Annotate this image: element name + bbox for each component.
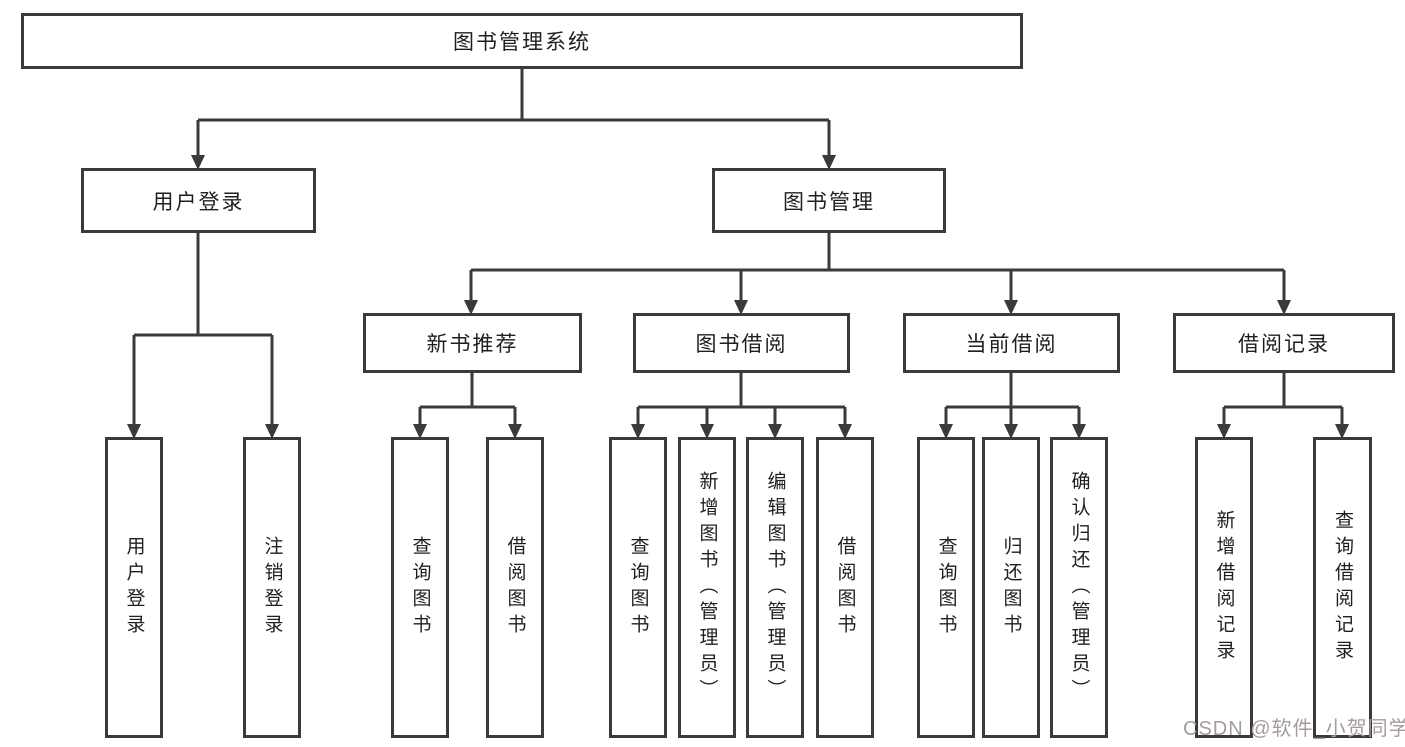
node-label: 查询图书 [935, 535, 957, 640]
node-leaf-current-return-books: 归还图书 [982, 437, 1040, 738]
connector-borrowing-to-leaves [631, 373, 852, 439]
node-label: 查询借阅记录 [1332, 509, 1353, 666]
node-label: 查询图书 [409, 535, 431, 640]
node-leaf-current-query-books: 查询图书 [917, 437, 975, 738]
node-leaf-logout: 注销登录 [243, 437, 301, 738]
node-leaf-current-confirm-return-admin: 确认归还（管理员） [1050, 437, 1108, 738]
node-leaf-borrowing-query-books: 查询图书 [609, 437, 667, 738]
arrowhead [464, 300, 478, 315]
node-label: 用户登录 [152, 190, 245, 214]
arrowhead [127, 424, 141, 439]
node-borrowing-records: 借阅记录 [1173, 313, 1395, 373]
node-user-login: 用户登录 [81, 168, 316, 233]
node-label: 新增借阅记录 [1213, 509, 1235, 666]
node-leaf-records-add-record: 新增借阅记录 [1195, 437, 1253, 738]
node-label: 确认归还（管理员） [1068, 470, 1090, 705]
node-leaf-recommend-borrow-books: 借阅图书 [486, 437, 544, 738]
arrowhead [1217, 424, 1231, 439]
arrowhead [1004, 300, 1018, 315]
node-leaf-borrowing-add-books-admin: 新增图书（管理员） [678, 437, 736, 738]
node-leaf-records-query-record: 查询借阅记录 [1313, 437, 1372, 738]
arrowhead [700, 424, 714, 439]
node-leaf-borrowing-borrow-books: 借阅图书 [816, 437, 874, 738]
connector-root-to-level2 [191, 69, 836, 170]
csdn-watermark: CSDN @软件_小贺同学 [1183, 718, 1405, 740]
node-leaf-borrowing-edit-books-admin: 编辑图书（管理员） [746, 437, 804, 738]
connector-records-to-leaves [1217, 373, 1349, 439]
connector-recommend-to-leaves [413, 373, 522, 439]
node-book-borrowing: 图书借阅 [633, 313, 850, 373]
arrowhead [1004, 424, 1018, 439]
node-leaf-recommend-query-books: 查询图书 [391, 437, 449, 738]
node-label: 归还图书 [1000, 535, 1022, 640]
node-label: 注销登录 [261, 535, 283, 640]
arrowhead [631, 424, 645, 439]
arrowhead [413, 424, 427, 439]
node-new-book-recommend: 新书推荐 [363, 313, 582, 373]
node-leaf-user-login: 用户登录 [105, 437, 163, 738]
arrowhead [265, 424, 279, 439]
node-label: 图书借阅 [695, 333, 788, 356]
node-label: 新书推荐 [426, 333, 519, 356]
node-label: 图书管理 [783, 190, 875, 214]
node-label: 图书管理系统 [453, 31, 591, 54]
arrowhead [508, 424, 522, 439]
arrowhead [191, 155, 205, 170]
node-label: 查询图书 [627, 535, 649, 640]
connector-book-management-to-level3 [464, 233, 1291, 315]
arrowhead [1335, 424, 1349, 439]
node-library-management-system: 图书管理系统 [21, 13, 1023, 69]
node-label: 新增图书（管理员） [696, 470, 718, 705]
node-label: 借阅图书 [834, 535, 856, 640]
arrowhead [734, 300, 748, 315]
connector-current-to-leaves [939, 373, 1086, 439]
arrowhead [768, 424, 782, 439]
connector-user-login-to-leaves [127, 233, 279, 439]
node-label: 用户登录 [123, 535, 145, 640]
node-current-borrowing: 当前借阅 [903, 313, 1120, 373]
node-label: 借阅图书 [504, 535, 526, 640]
arrowhead [939, 424, 953, 439]
arrowhead [1277, 300, 1291, 315]
arrowhead [1072, 424, 1086, 439]
node-label: 编辑图书（管理员） [764, 470, 786, 705]
node-label: 当前借阅 [965, 333, 1058, 356]
arrowhead [822, 155, 836, 170]
node-book-management: 图书管理 [712, 168, 946, 233]
arrowhead [838, 424, 852, 439]
node-label: 借阅记录 [1238, 333, 1330, 356]
